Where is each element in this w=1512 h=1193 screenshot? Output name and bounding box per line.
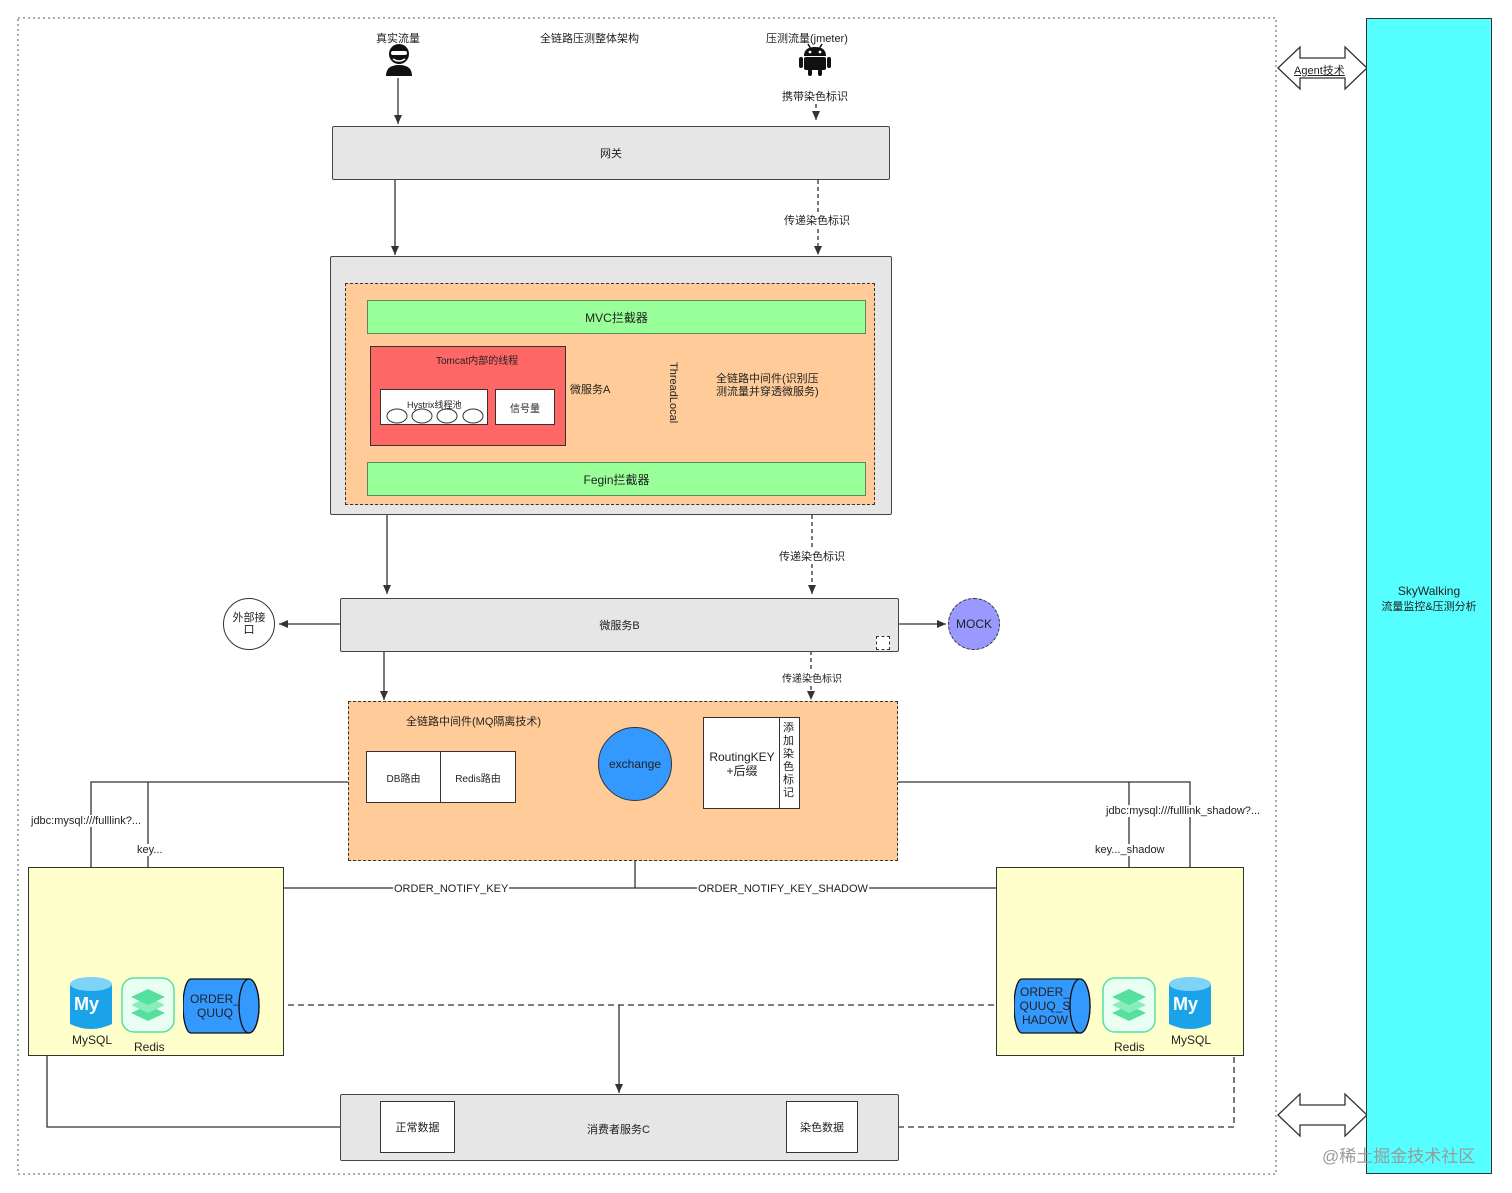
- gateway-box[interactable]: 网关: [332, 126, 890, 180]
- pass-tag-label-2: 传递染色标识: [778, 548, 846, 564]
- order-notify-key-shadow-label: ORDER_NOTIFY_KEY_SHADOW: [697, 883, 869, 895]
- key-right-label: key..._shadow: [1094, 844, 1166, 856]
- mock-node[interactable]: MOCK: [948, 598, 1000, 650]
- bottom-double-arrow: [1277, 1092, 1368, 1138]
- redis-right-label: Redis: [1114, 1040, 1145, 1054]
- person-icon: [386, 44, 412, 76]
- hystrix-pool-label: Hystrix线程池: [407, 400, 462, 410]
- skywalking-title: SkyWalking: [1397, 584, 1461, 598]
- mysql-right-badge: My: [1173, 994, 1199, 1014]
- db-route-label: DB路由: [386, 773, 421, 785]
- external-api-node[interactable]: 外部接口: [223, 598, 275, 650]
- test-traffic-label: 压测流量(jmeter): [766, 33, 848, 45]
- microservice-b-box[interactable]: 微服务B: [340, 598, 899, 652]
- dyed-data-label: 染色数据: [800, 1122, 844, 1134]
- jdbc-right-label: jdbc:mysql:///fulllink_shadow?...: [1105, 805, 1262, 817]
- normal-data-label: 正常数据: [395, 1122, 440, 1134]
- add-tag-column: [779, 718, 800, 808]
- exchange-node[interactable]: exchange: [598, 727, 672, 801]
- threadlocal-label: ThreadLocal: [667, 362, 679, 424]
- redis-route-box[interactable]: Redis路由: [440, 751, 516, 803]
- mock-connector-handle: [876, 636, 890, 650]
- hystrix-pool-box[interactable]: Hystrix线程池: [380, 389, 488, 425]
- queue-cylinder-icon: [183, 978, 260, 1034]
- dyed-data-box[interactable]: 染色数据: [786, 1101, 858, 1153]
- carry-tag-label: 携带染色标识: [782, 91, 848, 103]
- order-notify-key-label: ORDER_NOTIFY_KEY: [393, 883, 510, 895]
- key-left-label: key...: [136, 844, 164, 856]
- android-icon: [799, 43, 831, 76]
- mysql-shadow-icon: [1169, 977, 1211, 1029]
- redis-left-label: Redis: [134, 1040, 165, 1054]
- fegin-interceptor-bar[interactable]: Fegin拦截器: [367, 462, 866, 496]
- external-api-label: 外部接口: [232, 612, 266, 636]
- skywalking-subtitle: 流量监控&压测分析: [1381, 601, 1477, 613]
- add-tag-label: 添加染色标记: [783, 722, 794, 799]
- mock-label: MOCK: [956, 617, 992, 631]
- exchange-label: exchange: [608, 757, 662, 771]
- middleware-note: 全链路中间件(识别压测流量并穿透微服务): [716, 373, 819, 398]
- mysql-icon: [70, 977, 112, 1029]
- redis-shadow-icon: [1102, 977, 1156, 1033]
- mysql-left-label: MySQL: [72, 1033, 113, 1047]
- pass-tag-label-3: 传递染色标识: [781, 670, 843, 685]
- tomcat-threads-label: Tomcat内部的线程: [436, 356, 519, 367]
- queue-left-label: ORDER_QUUQ: [189, 992, 240, 1020]
- mq-middleware-label: 全链路中间件(MQ隔离技术): [406, 716, 542, 728]
- fegin-interceptor-label: Fegin拦截器: [583, 472, 650, 487]
- normal-data-box[interactable]: 正常数据: [380, 1101, 455, 1153]
- mysql-left-badge: My: [74, 994, 100, 1014]
- db-route-box[interactable]: DB路由: [366, 751, 441, 803]
- watermark: @稀土掘金技术社区: [1322, 1147, 1476, 1166]
- mvc-interceptor-bar[interactable]: MVC拦截器: [367, 300, 866, 334]
- consumer-c-label: 消费者服务C: [587, 1124, 650, 1136]
- microservice-b-label: 微服务B: [599, 620, 640, 632]
- mysql-right-label: MySQL: [1171, 1033, 1212, 1047]
- diagram-title: 全链路压测整体架构: [540, 33, 639, 45]
- skywalking-panel[interactable]: [1366, 18, 1492, 1174]
- queue-right-label: ORDER_QUUQ_SHADOW: [1019, 985, 1071, 1027]
- routing-key-label: RoutingKEY+后缀: [709, 750, 775, 778]
- thread-slots-icon: [386, 408, 484, 424]
- semaphore-label: 信号量: [510, 403, 540, 415]
- queue-cylinder-shadow-icon: [1014, 978, 1091, 1034]
- jdbc-left-label: jdbc:mysql:///fulllink?...: [30, 815, 143, 827]
- real-traffic-label: 真实流量: [376, 33, 420, 45]
- mvc-interceptor-label: MVC拦截器: [585, 310, 648, 325]
- pass-tag-label-1: 传递染色标识: [783, 212, 851, 228]
- gateway-label: 网关: [600, 148, 622, 160]
- redis-route-label: Redis路由: [455, 773, 501, 785]
- agent-label: Agent技术: [1294, 65, 1345, 77]
- semaphore-box[interactable]: 信号量: [495, 389, 555, 425]
- redis-icon: [121, 977, 175, 1033]
- routing-key-box[interactable]: RoutingKEY+后缀 添加染色标记: [703, 717, 800, 809]
- architecture-frame: [17, 17, 1277, 1175]
- microservice-a-label: 微服务A: [570, 384, 611, 396]
